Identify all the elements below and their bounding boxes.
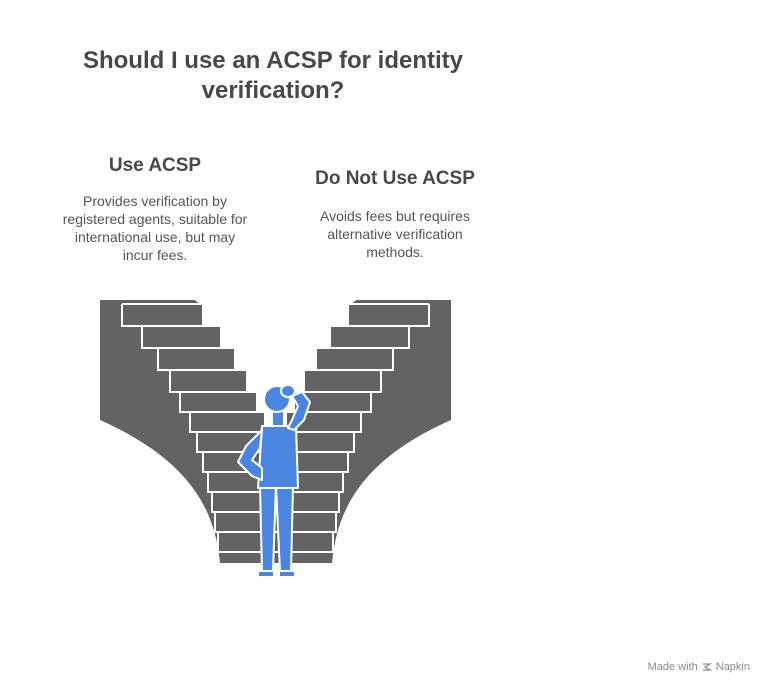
person-right-leg	[275, 484, 294, 573]
option-use-acsp-heading: Use ACSP	[108, 155, 202, 176]
footer-brand: Napkin	[715, 661, 750, 673]
option-do-not-use-acsp-heading: Do Not Use ACSP	[315, 168, 475, 189]
napkin-logo-icon	[702, 663, 712, 671]
left-step-lines	[100, 298, 292, 553]
right-staircase	[259, 298, 451, 563]
thinking-person-icon	[237, 384, 311, 578]
person-right-foot	[278, 570, 296, 578]
option-do-not-use-acsp-description: Avoids fees but requires alternative ver…	[320, 208, 470, 260]
footer-made-with: Made with	[647, 661, 698, 673]
option-use-acsp-description: Provides verification by registered agen…	[62, 193, 248, 263]
person-hand	[280, 384, 296, 398]
footer-attribution: Made with Napkin	[648, 661, 750, 673]
person-torso	[257, 425, 299, 489]
diagram-title: Should I use an ACSP for identity verifi…	[82, 47, 464, 104]
left-staircase	[100, 298, 292, 563]
person-left-leg	[259, 484, 277, 573]
person-left-arm	[237, 429, 263, 481]
person-left-foot	[257, 570, 275, 578]
